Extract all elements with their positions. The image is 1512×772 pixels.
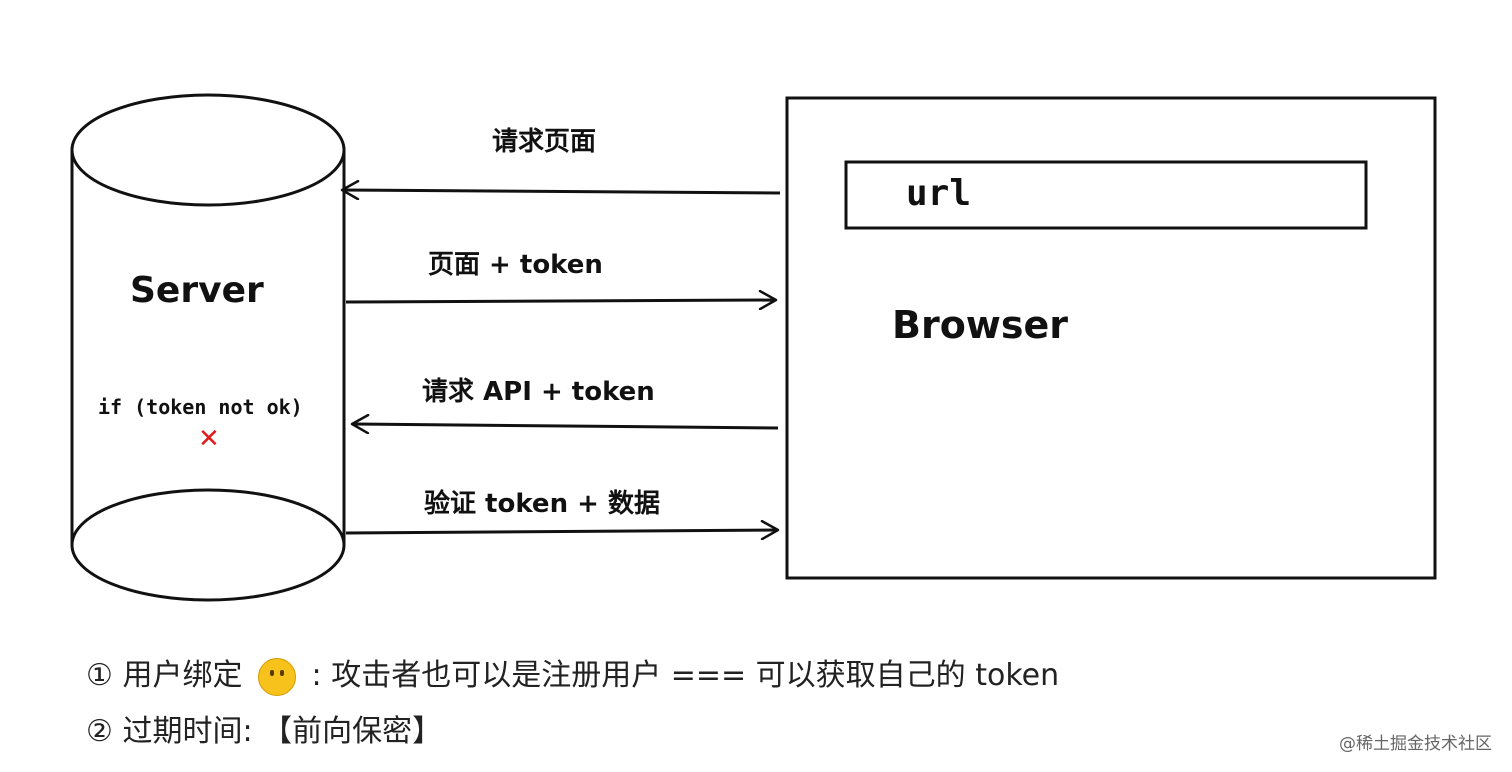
url-label: url <box>906 173 971 214</box>
note-title: 过期时间: <box>122 714 253 749</box>
server-cylinder <box>70 93 346 602</box>
arrow-label-request-page: 请求页面 <box>492 127 596 157</box>
server-top <box>70 93 346 207</box>
arrow-label-verify-data: 验证 token + 数据 <box>424 488 660 519</box>
note-marker: ② <box>86 714 113 749</box>
server-label: Server <box>130 270 264 311</box>
note-marker: ① <box>86 658 113 693</box>
note-expiry: ② 过期时间: 【前向保密】 <box>86 706 442 750</box>
note-user-binding: ① 用户绑定 : 攻击者也可以是注册用户 === 可以获取自己的 token <box>86 650 1059 696</box>
note-text: 【前向保密】 <box>262 714 443 749</box>
fail-mark-icon: ✕ <box>198 424 220 454</box>
arrow-page-token <box>345 300 776 302</box>
arrow-request-page <box>342 190 781 193</box>
server-bottom <box>70 488 346 602</box>
arrow-verify-data <box>345 530 778 533</box>
thinking-face-icon <box>258 657 296 696</box>
arrow-request-api <box>352 424 779 428</box>
server-condition: if (token not ok) <box>98 395 303 419</box>
browser-label: Browser <box>892 303 1068 347</box>
source-watermark: @稀土掘金技术社区 <box>1339 734 1492 754</box>
note-title: 用户绑定 <box>122 658 243 693</box>
arrow-label-request-api: 请求 API + token <box>422 377 655 407</box>
token-flow-diagram: Server if (token not ok) ✕ url Browser 请… <box>70 93 1437 602</box>
note-text: : 攻击者也可以是注册用户 === 可以获取自己的 token <box>311 658 1060 693</box>
arrow-label-page-token: 页面 + token <box>428 250 603 280</box>
browser-window <box>785 96 1437 580</box>
url-bar <box>844 160 1368 230</box>
